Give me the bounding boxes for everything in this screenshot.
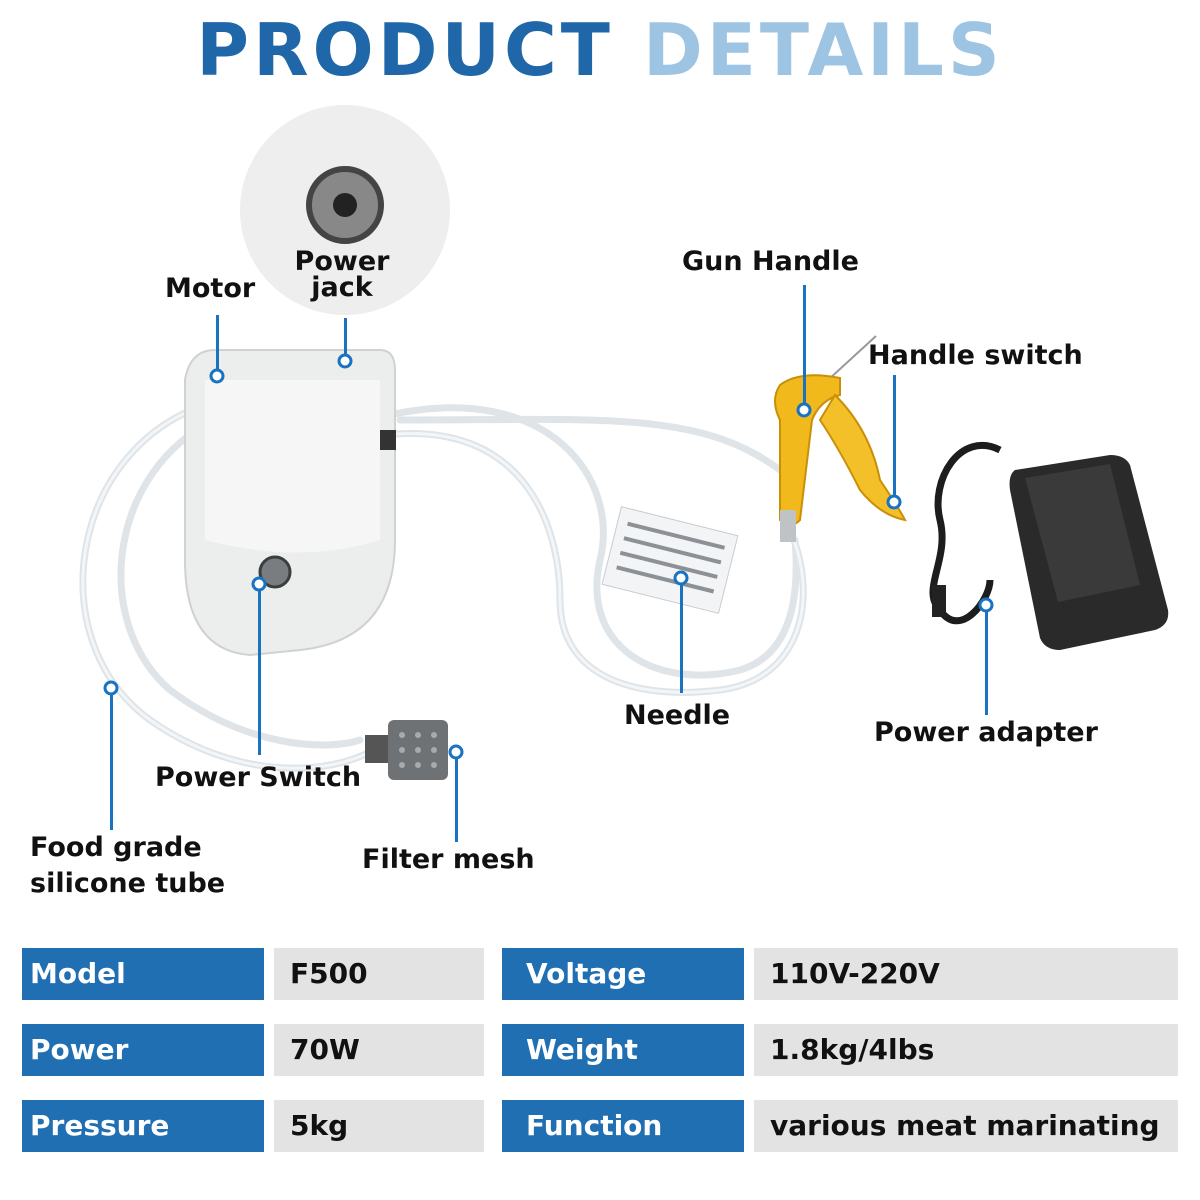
label-handle-switch: Handle switch [868,340,1083,371]
spec-key: Weight [502,1024,744,1076]
callout-dots [103,353,994,760]
power-adapter-device [929,441,1169,650]
product-illustration [79,105,1169,842]
label-filter-mesh: Filter mesh [362,844,535,875]
gun-handle [774,335,907,542]
spec-key: Voltage [502,948,744,1000]
title-main: PRODUCT [196,8,614,92]
spec-key: Function [502,1100,744,1152]
label-power-switch: Power Switch [155,762,362,793]
spec-value: F500 [274,948,484,1000]
spec-value: 1.8kg/4lbs [754,1024,1178,1076]
title-faded: DETAILS [642,8,1004,92]
spec-value: 5kg [274,1100,484,1152]
callout-lines [110,285,988,842]
label-power-jack: Power jack [282,246,402,304]
needle-pack [601,506,739,614]
spec-row: Power 70W Weight 1.8kg/4lbs [22,1024,1178,1076]
spec-row: Model F500 Voltage 110V-220V [22,948,1178,1000]
power-jack-inset [240,105,450,315]
page-title: PRODUCT DETAILS [0,8,1200,92]
label-power-jack-line1: Power [294,246,390,277]
spec-key: Model [22,948,264,1000]
label-tube-line1: Food grade [30,832,202,863]
label-gun-handle: Gun Handle [682,246,859,277]
label-motor: Motor [165,273,256,304]
spec-key: Power [22,1024,264,1076]
spec-row: Pressure 5kg Function various meat marin… [22,1100,1178,1152]
spec-value: various meat marinating [754,1100,1178,1152]
label-silicone-tube: Food grade silicone tube [30,832,225,900]
label-needle: Needle [624,700,731,731]
label-tube-line2: silicone tube [30,868,226,899]
pump-motor-body [184,349,396,657]
power-switch-knob [258,555,292,589]
label-power-adapter: Power adapter [874,717,1098,748]
spec-key: Pressure [22,1100,264,1152]
label-power-jack-line2: jack [311,272,373,303]
filter-mesh [365,720,448,780]
spec-value: 70W [274,1024,484,1076]
spec-value: 110V-220V [754,948,1178,1000]
